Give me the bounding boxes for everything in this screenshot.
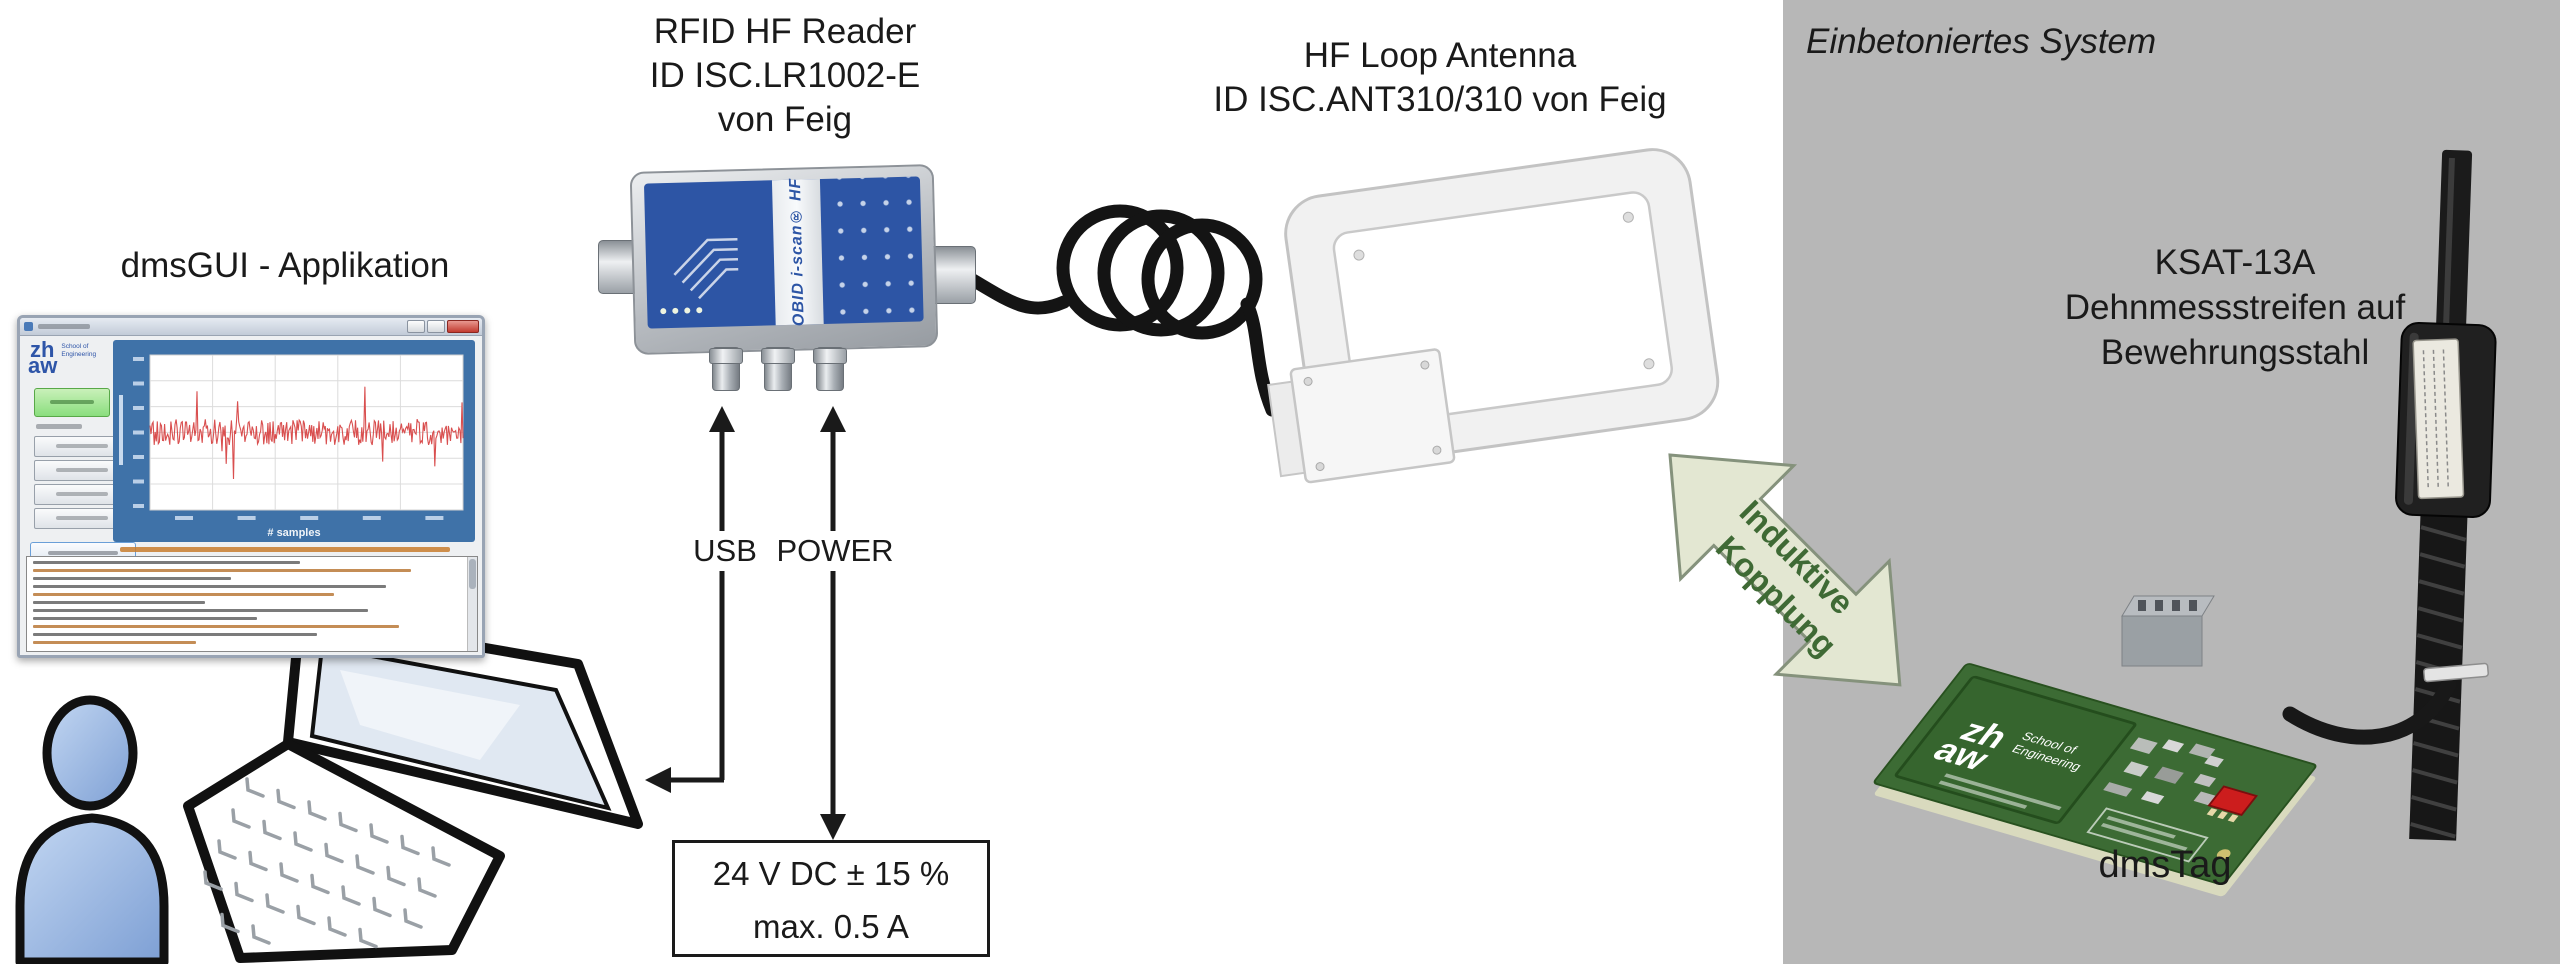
antenna-port — [813, 347, 847, 391]
power-supply-box: 24 V DC ± 15 % max. 0.5 A — [672, 840, 990, 957]
status-text-line — [120, 547, 450, 552]
inductive-coupling-arrow: Induktive Kopplung — [1668, 453, 1902, 687]
pcb-red-connector — [2207, 785, 2258, 816]
reader-brand-stripe: OBID i-scan® HF — [771, 177, 824, 327]
power-label: POWER — [775, 531, 895, 571]
cable-tie — [2423, 662, 2489, 683]
minimize-button[interactable] — [407, 320, 425, 333]
chart-x-axis-label: # samples — [267, 527, 321, 539]
y-axis-label — [119, 395, 123, 465]
dmsgui-window: zh aw School of Engineering # sampl — [17, 315, 485, 658]
power-port — [761, 347, 795, 391]
laptop-icon — [183, 611, 643, 963]
person-icon — [15, 695, 169, 964]
log-lines — [33, 561, 463, 649]
power-spec-line2: max. 0.5 A — [753, 908, 909, 945]
embedded-system-label: Einbetoniertes System — [1806, 22, 2157, 61]
connect-tag-button[interactable] — [34, 388, 110, 417]
close-button[interactable] — [447, 320, 479, 333]
power-spec-line1: 24 V DC ± 15 % — [712, 855, 950, 892]
maximize-button[interactable] — [427, 320, 445, 333]
window-icon — [24, 322, 33, 331]
zhaw-logo-sub1: School of — [61, 343, 89, 350]
reader-housing: OBID i-scan® HF — [629, 164, 939, 355]
reader-vent-panel — [819, 176, 924, 324]
window-title-text — [38, 324, 90, 329]
dmstag-label: dmsTag — [2098, 844, 2232, 886]
dmstag-pcb-icon: zh aw School of Engineering — [1873, 595, 2317, 897]
reader-brand-text: OBID i-scan® HF — [786, 177, 808, 327]
sensor-cable — [2282, 676, 2457, 745]
ksat-sensor-icon — [2395, 149, 2497, 841]
strain-signal-trace — [149, 386, 464, 480]
sensor-label — [2412, 338, 2465, 500]
zhaw-logo-aw: aw — [28, 353, 58, 378]
zhaw-logo-sub2: Engineering — [61, 351, 97, 358]
window-titlebar[interactable] — [20, 318, 482, 336]
usb-arrow — [645, 406, 735, 793]
feig-logo-panel — [644, 180, 776, 328]
usb-port — [709, 347, 743, 391]
zhaw-logo-zh: zh — [30, 337, 55, 362]
gui-app-label: dmsGUI - Applikation — [120, 246, 450, 285]
log-scrollbar[interactable] — [467, 557, 477, 651]
power-arrow — [820, 406, 846, 840]
measurement-chart: # samples — [113, 340, 475, 542]
loop-antenna-icon — [1267, 148, 1720, 484]
scrollbar-thumb[interactable] — [469, 559, 476, 589]
zhaw-logo: zh aw School of Engineering — [28, 337, 97, 378]
reader-antenna-cable — [959, 204, 1279, 417]
pcb-header-connector — [2121, 595, 2215, 667]
rfid-reader-device: OBID i-scan® HF — [596, 164, 988, 394]
log-console[interactable] — [26, 556, 478, 652]
usb-label: USB — [690, 531, 760, 571]
commands-section-label — [36, 424, 82, 429]
